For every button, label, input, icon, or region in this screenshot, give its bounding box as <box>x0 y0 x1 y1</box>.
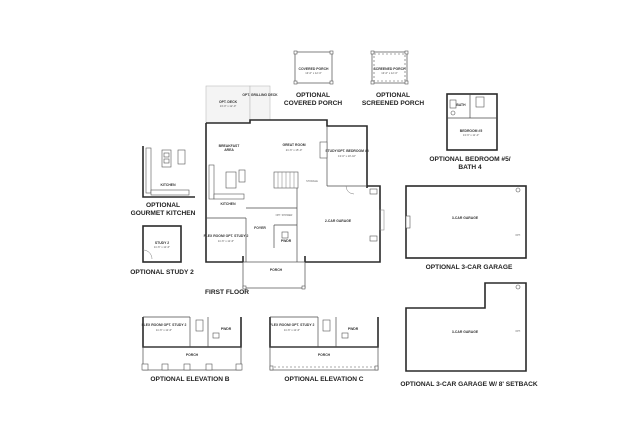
opt-deck-label: OPT. DECK <box>219 100 238 104</box>
bedroom5-caption-1: OPTIONAL BEDROOM #5/ <box>429 156 510 163</box>
screened-porch-option: SCREENED PORCH 13'-0" x 12'-0" OPTIONAL … <box>362 50 425 107</box>
elevation-b-option: FLEX ROOM/ OPT. STUDY 2 11'-6" x 11'-6" … <box>142 316 243 383</box>
elev-b-flex-label: FLEX ROOM/ OPT. STUDY 2 <box>142 323 187 327</box>
garage3-caption: OPTIONAL 3-CAR GARAGE <box>426 264 513 271</box>
svg-text:OPT.: OPT. <box>515 234 521 237</box>
screened-porch-label: SCREENED PORCH <box>373 67 406 71</box>
covered-porch-label: COVERED PORCH <box>299 67 330 71</box>
flex-room-dim: 11'-6" x 11'-6" <box>218 239 234 243</box>
elev-b-powder-label: PWDR <box>221 327 232 331</box>
elev-c-caption: OPTIONAL ELEVATION C <box>284 376 363 383</box>
covered-porch-dim: 13'-0" x 12'-0" <box>305 71 322 75</box>
screened-porch-caption-1: OPTIONAL <box>376 92 410 99</box>
screened-porch-caption-2: SCREENED PORCH <box>362 100 425 107</box>
garage3-setback-label: 3-CAR GARAGE <box>452 330 479 334</box>
elev-b-flex-dim: 11'-6" x 11'-6" <box>156 328 172 332</box>
garage3-label: 3-CAR GARAGE <box>452 216 479 220</box>
study2-dim: 11'-6" x 11'-6" <box>154 245 170 249</box>
gourmet-kitchen-room-label: KITCHEN <box>160 183 176 187</box>
breakfast-area-label-2: AREA <box>224 148 234 152</box>
elev-c-flex-dim: 11'-6" x 11'-6" <box>284 328 300 332</box>
gourmet-kitchen-caption-2: GOURMET KITCHEN <box>131 210 196 217</box>
breakfast-area-label-1: BREAKFAST <box>219 144 241 148</box>
elev-c-flex-label: FLEX ROOM/ OPT. STUDY 2 <box>270 323 315 327</box>
elev-b-porch-label: PORCH <box>186 353 199 357</box>
garage2-label: 2-CAR GARAGE <box>325 219 352 223</box>
elev-b-caption: OPTIONAL ELEVATION B <box>150 376 229 383</box>
great-room-label: GREAT ROOM <box>282 143 305 147</box>
garage3-setback-option: 3-CAR GARAGE OPT. OPTIONAL 3-CAR GARAGE … <box>400 282 538 388</box>
opt-shower-label: OPT. SHOWER <box>276 214 293 217</box>
storage-label: STORAGE <box>306 180 318 183</box>
bath-label: BATH <box>456 103 466 107</box>
screened-porch-dim: 13'-0" x 12'-0" <box>381 71 398 75</box>
study-bed5-dim: 13'-6" x 10'-10" <box>338 154 356 158</box>
first-floor-caption: FIRST FLOOR <box>205 289 249 296</box>
kitchen-label: KITCHEN <box>220 202 236 206</box>
study2-label: STUDY 2 <box>155 241 169 245</box>
elev-c-porch-label: PORCH <box>318 353 331 357</box>
gourmet-kitchen-option: KITCHEN OPTIONAL GOURMET KITCHEN <box>131 146 196 217</box>
powder-label: PWDR <box>281 239 292 243</box>
covered-porch-caption-2: COVERED PORCH <box>284 100 342 107</box>
opt-grilling-deck-label: OPT. GRILLING DECK <box>242 93 278 97</box>
first-floor-plan: OPT. DECK 13'-0" x 12'-0" OPT. GRILLING … <box>204 85 385 296</box>
gourmet-kitchen-caption-1: OPTIONAL <box>146 202 180 209</box>
garage3-setback-caption: OPTIONAL 3-CAR GARAGE W/ 8' SETBACK <box>400 381 538 388</box>
foyer-label: FOYER <box>254 226 266 230</box>
bedroom5-option: BATH BEDROOM #5 13'-6" x 11'-0" OPTIONAL… <box>429 93 511 171</box>
flex-room-label: FLEX ROOM/ OPT. STUDY 2 <box>204 234 249 238</box>
bedroom5-label: BEDROOM #5 <box>460 129 483 133</box>
bedroom5-dim: 13'-6" x 11'-0" <box>463 133 479 137</box>
study2-caption: OPTIONAL STUDY 2 <box>130 269 194 276</box>
covered-porch-option: COVERED PORCH 13'-0" x 12'-0" OPTIONAL C… <box>284 50 342 107</box>
elevation-c-option: FLEX ROOM/ OPT. STUDY 2 11'-6" x 11'-6" … <box>269 316 379 383</box>
bedroom5-caption-2: BATH 4 <box>458 164 482 171</box>
svg-text:OPT.: OPT. <box>515 330 521 333</box>
covered-porch-caption-1: OPTIONAL <box>296 92 330 99</box>
study2-option: STUDY 2 11'-6" x 11'-6" OPTIONAL STUDY 2 <box>130 225 194 276</box>
opt-deck-dim: 13'-0" x 12'-0" <box>220 104 237 108</box>
porch-label: PORCH <box>270 268 283 272</box>
garage3-option: 3-CAR GARAGE OPT. OPTIONAL 3-CAR GARAGE <box>405 185 527 271</box>
great-room-dim: 21'-6" x 15'-0" <box>286 148 303 152</box>
elev-c-powder-label: PWDR <box>348 327 359 331</box>
study-bed5-label: STUDY/OPT. BEDROOM #5 <box>325 149 368 153</box>
